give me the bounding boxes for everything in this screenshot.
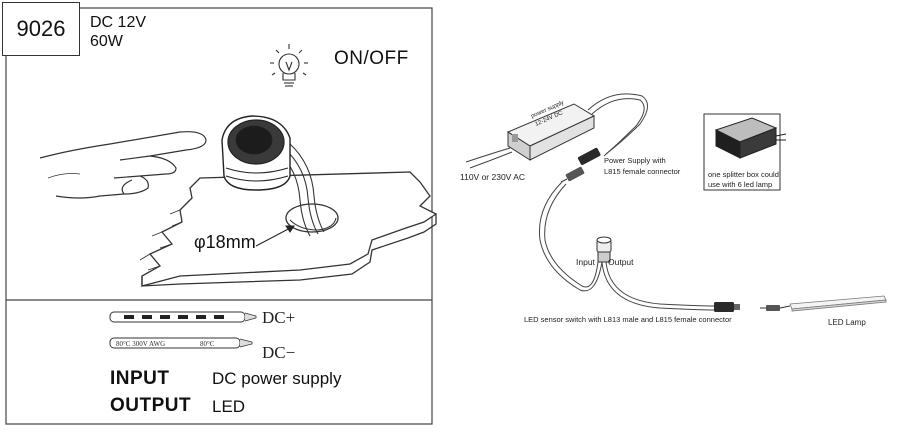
sensor-output-label: Output [608, 257, 634, 267]
psu-output-cable [587, 93, 648, 157]
spec-voltage: DC 12V [90, 14, 147, 31]
input-value: DC power supply [212, 369, 342, 388]
sensor-puck [596, 236, 612, 263]
power-supply-illustration [506, 103, 596, 161]
splitter-box-illustration [714, 117, 787, 159]
switch-label: ON/OFF [334, 48, 409, 69]
model-number-box: 9026 [2, 2, 80, 56]
cable-dc-plus [109, 311, 257, 323]
female-connector [577, 147, 601, 166]
splitter-note-1: one splitter box could [708, 170, 779, 179]
output-value: LED [212, 397, 246, 416]
sensor-output-cable [601, 261, 715, 311]
dimension-arrow [255, 225, 295, 247]
cable-print-1: 80°C 300V AWG [116, 340, 165, 348]
splitter-note-2: use with 6 led lamp [708, 180, 772, 189]
psu-note-2: L815 female connector [604, 167, 681, 176]
mains-label: 110V or 230V AC [460, 172, 525, 182]
model-number: 9026 [16, 16, 66, 41]
spec-power: 60W [90, 33, 123, 50]
dc-plus-label: DC+ [262, 308, 296, 327]
switch-caption: LED sensor switch with L813 male and L81… [524, 315, 732, 324]
mains-wires [465, 147, 513, 169]
sensor-input-cable [538, 181, 603, 292]
hand-illustration [39, 131, 207, 199]
led-lamp-connector [760, 305, 791, 311]
output-label: OUTPUT [110, 395, 192, 416]
sensor-switch-illustration [221, 115, 291, 191]
sensor-input-label: Input [576, 257, 596, 267]
cable-print-2: 80°C [200, 340, 215, 348]
input-label: INPUT [110, 368, 170, 389]
led-lamp [789, 295, 887, 312]
dc-minus-label: DC− [262, 343, 296, 362]
hole-diameter-label: φ18mm [194, 232, 256, 252]
lamp-caption: LED Lamp [828, 318, 866, 327]
male-connector-bottom [714, 302, 740, 312]
psu-note-1: Power Supply with [604, 156, 666, 165]
cable-dc-minus [109, 337, 253, 349]
male-connector-top [560, 166, 585, 183]
lightbulb-icon [270, 44, 308, 87]
